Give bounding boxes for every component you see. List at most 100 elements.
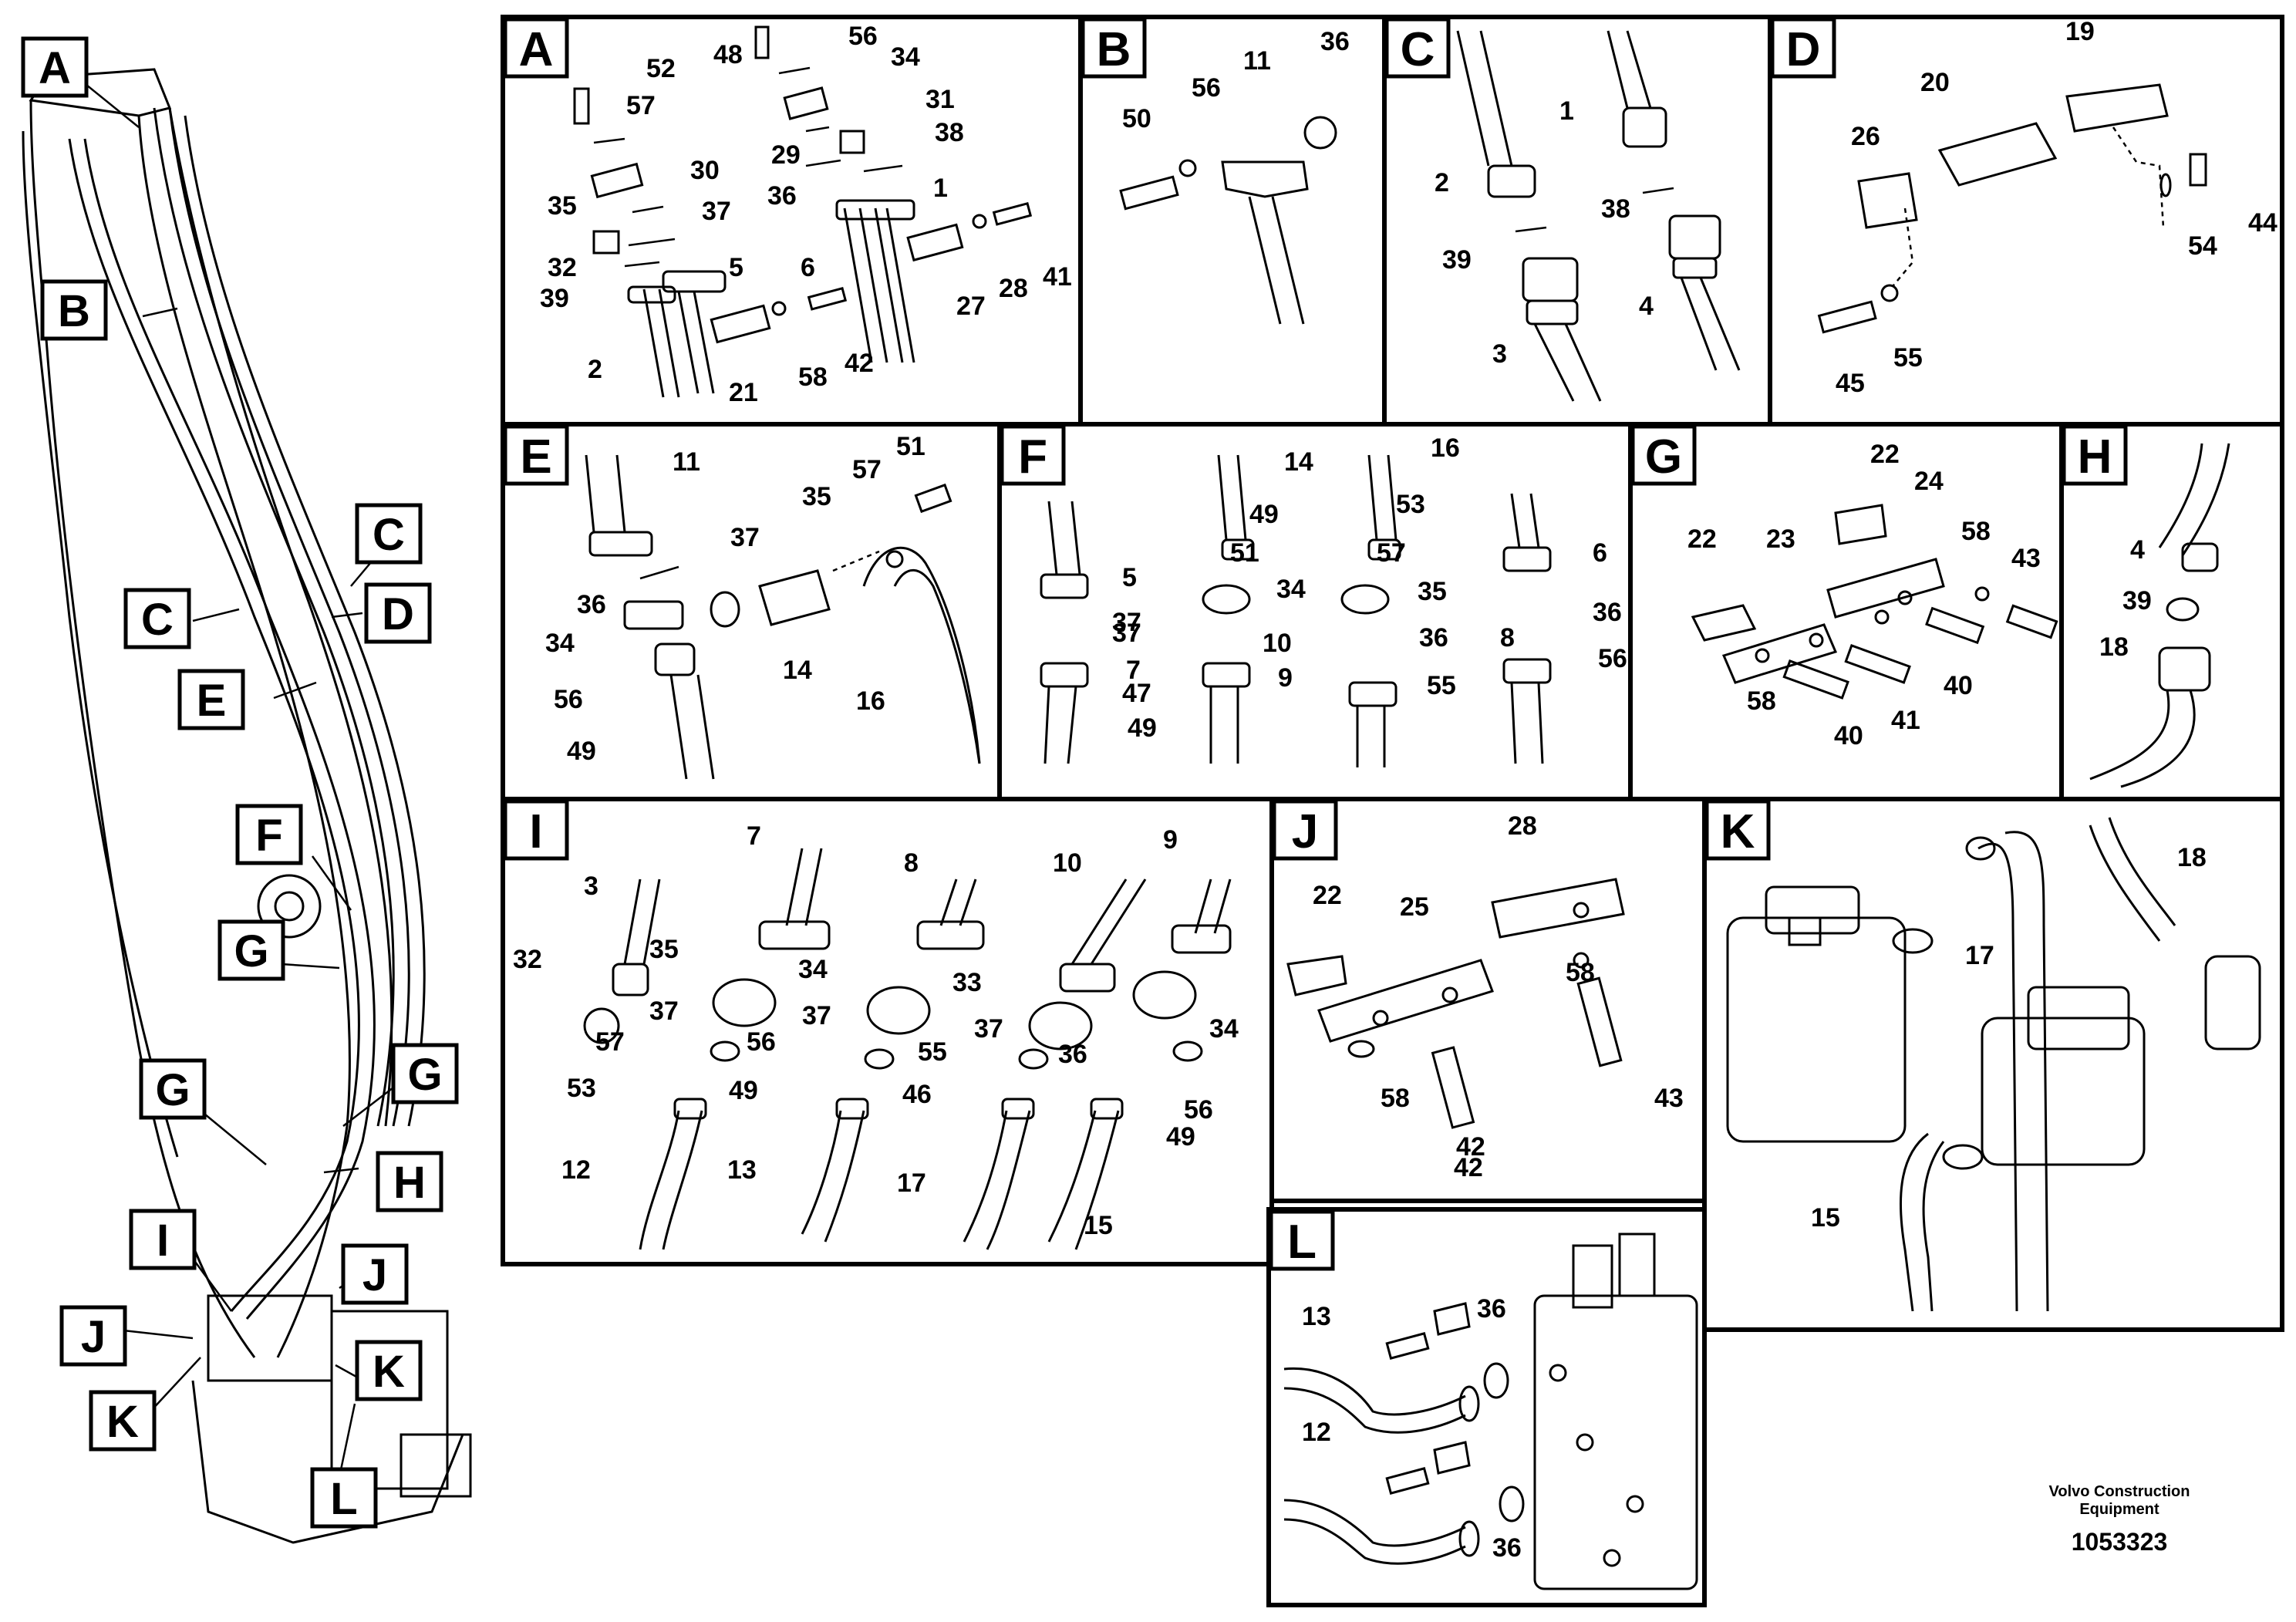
part-number-f: 7 <box>1126 656 1141 685</box>
part-number-i: 37 <box>649 996 679 1026</box>
part-number-f: 8 <box>1500 623 1515 653</box>
overview-callout-b: B <box>40 279 108 341</box>
overview-callout-label: J <box>81 1312 106 1362</box>
part-number-h: 4 <box>2130 535 2145 565</box>
part-number-f: 57 <box>1377 538 1406 568</box>
part-number-i: 57 <box>595 1027 625 1057</box>
panel-a-parts <box>573 25 1033 398</box>
part-number-i: 49 <box>1166 1122 1195 1152</box>
part-number-d: 20 <box>1920 68 1950 97</box>
part-number-i: 56 <box>747 1027 776 1057</box>
part-number-a: 35 <box>548 191 577 221</box>
overview-callout-label: C <box>373 510 405 560</box>
part-number-a: 32 <box>548 253 577 282</box>
panel-badge-e: E <box>503 424 569 486</box>
part-number-i: 3 <box>584 872 598 901</box>
panel-letter: E <box>520 430 551 484</box>
part-number-l: 36 <box>1492 1533 1522 1563</box>
part-number-a: 52 <box>646 54 676 83</box>
part-number-a: 37 <box>702 197 731 226</box>
part-number-i: 49 <box>729 1076 758 1105</box>
part-number-i: 7 <box>747 821 761 851</box>
part-number-i: 37 <box>974 1014 1003 1044</box>
panel-f-parts <box>1040 454 1552 767</box>
panel-badge-i: I <box>503 799 569 861</box>
panel-badge-a: A <box>503 17 569 79</box>
part-number-f: 47 <box>1122 679 1151 708</box>
part-number-i: 13 <box>727 1155 757 1185</box>
part-number-f: 51 <box>1230 538 1259 568</box>
part-number-i: 34 <box>1209 1014 1239 1044</box>
part-number-c: 3 <box>1492 339 1507 369</box>
part-number-j: 42 <box>1454 1153 1483 1182</box>
part-number-f: 49 <box>1249 500 1279 529</box>
overview-callout-g: G <box>391 1043 459 1104</box>
panel-badge-c: C <box>1384 17 1451 79</box>
part-number-d: 44 <box>2248 208 2277 238</box>
part-number-a: 30 <box>690 156 720 185</box>
overview-callout-i: I <box>129 1209 197 1270</box>
panel-letter: A <box>519 23 554 76</box>
overview-callout-label: B <box>58 286 90 336</box>
part-number-i: 15 <box>1084 1211 1113 1240</box>
overview-callout-j: J <box>341 1243 409 1305</box>
overview-callout-d: D <box>364 582 432 644</box>
part-number-a: 42 <box>845 349 874 378</box>
part-number-i: 33 <box>952 968 982 997</box>
overview-callout-label: H <box>393 1158 426 1208</box>
overview-callout-j: J <box>59 1305 127 1367</box>
part-number-e: 57 <box>852 455 882 484</box>
part-number-k: 17 <box>1965 941 1994 970</box>
part-number-g: 41 <box>1891 706 1920 735</box>
part-number-c: 1 <box>1559 96 1574 126</box>
part-number-f: 14 <box>1284 447 1313 477</box>
part-number-i: 37 <box>802 1001 831 1030</box>
part-number-i: 53 <box>567 1074 596 1103</box>
part-number-d: 55 <box>1893 343 1923 373</box>
part-number-i: 46 <box>902 1080 932 1109</box>
part-number-b: 56 <box>1192 73 1221 103</box>
overview-callout-label: A <box>39 43 71 93</box>
part-number-d: 54 <box>2188 231 2217 261</box>
overview-callout-label: G <box>155 1065 190 1115</box>
overview-callout-label: C <box>141 595 174 645</box>
overview-callout-f: F <box>235 804 303 865</box>
part-number-a: 36 <box>767 181 797 211</box>
part-number-f: 34 <box>1276 575 1306 604</box>
part-number-j: 42 <box>1456 1132 1485 1162</box>
part-number-a: 38 <box>935 118 964 147</box>
part-number-h: 18 <box>2099 632 2129 662</box>
part-number-a: 41 <box>1043 262 1072 292</box>
panel-letter: L <box>1287 1216 1317 1269</box>
panel-k-parts <box>1726 817 2261 1312</box>
part-number-e: 35 <box>802 482 831 511</box>
part-number-a: 29 <box>771 140 801 170</box>
panel-j-parts <box>1286 878 1625 1129</box>
part-number-a: 58 <box>798 363 828 392</box>
footer-company-line2: Equipment <box>2079 1501 2159 1518</box>
part-number-j: 58 <box>1566 958 1595 987</box>
part-number-f: 37 <box>1112 608 1141 637</box>
part-number-a: 57 <box>626 91 656 120</box>
part-number-a: 1 <box>933 174 948 203</box>
part-number-i: 12 <box>561 1155 591 1185</box>
part-number-c: 39 <box>1442 245 1472 275</box>
part-number-j: 43 <box>1654 1084 1684 1113</box>
part-number-f: 6 <box>1593 538 1607 568</box>
panel-letter: B <box>1097 23 1131 76</box>
part-number-g: 58 <box>1747 686 1776 716</box>
panel-badge-d: D <box>1770 17 1836 79</box>
overview-callout-label: D <box>382 589 414 639</box>
panel-l-parts <box>1283 1233 1698 1590</box>
part-number-f: 36 <box>1593 598 1622 627</box>
part-number-c: 2 <box>1435 168 1449 197</box>
overview-callout-k: K <box>89 1390 157 1452</box>
part-number-i: 34 <box>798 955 828 984</box>
overview-callout-label: G <box>407 1050 442 1100</box>
part-number-g: 40 <box>1944 671 1973 700</box>
part-number-g: 22 <box>1687 524 1717 554</box>
panel-frames <box>501 15 2284 1607</box>
part-number-l: 13 <box>1302 1302 1331 1331</box>
overview-callout-a: A <box>21 36 89 98</box>
